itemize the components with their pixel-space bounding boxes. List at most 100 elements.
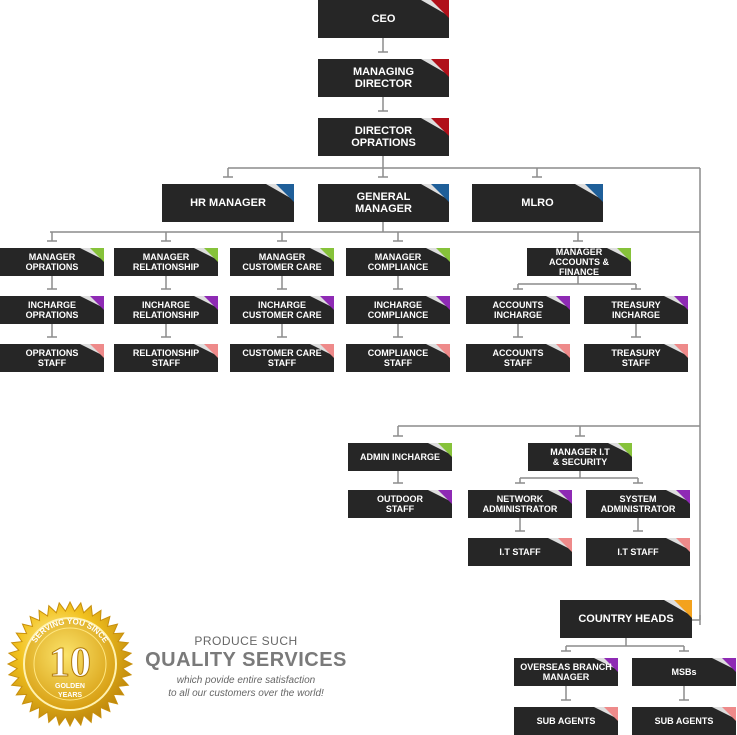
node-label: COUNTRY HEADS xyxy=(578,612,674,625)
node-incharge-relationship: INCHARGE RELATIONSHIP xyxy=(114,296,218,324)
corner-tab xyxy=(722,707,736,721)
corner-tab xyxy=(320,296,334,310)
corner-tab xyxy=(90,248,104,262)
node-manager-relationship: MANAGER RELATIONSHIP xyxy=(114,248,218,276)
node-country-heads: COUNTRY HEADS xyxy=(560,600,692,638)
corner-tab xyxy=(558,490,572,504)
corner-tab xyxy=(604,707,618,721)
tagline-line-2: QUALITY SERVICES xyxy=(145,649,347,671)
node-manager-accounts-finance: MANAGER ACCOUNTS & FINANCE xyxy=(527,248,631,276)
node-accounts-incharge: ACCOUNTS INCHARGE xyxy=(466,296,570,324)
corner-tab xyxy=(556,296,570,310)
node-director-operations: DIRECTOR OPRATIONS xyxy=(318,118,449,156)
node-sub-agents-1: SUB AGENTS xyxy=(514,707,618,735)
node-it-staff-1: I.T STAFF xyxy=(468,538,572,566)
tagline-line-1: PRODUCE SUCH xyxy=(194,634,298,648)
node-label: INCHARGE RELATIONSHIP xyxy=(132,299,200,320)
node-label: OVERSEAS BRANCH MANAGER xyxy=(520,661,612,682)
corner-tab xyxy=(436,248,450,262)
node-manager-customer-care: MANAGER CUSTOMER CARE xyxy=(230,248,334,276)
node-sub-agents-2: SUB AGENTS xyxy=(632,707,736,735)
node-overseas-branch-manager: OVERSEAS BRANCH MANAGER xyxy=(514,658,618,686)
badge-inner-circle xyxy=(23,617,117,711)
node-label: CEO xyxy=(371,12,396,25)
node-label: ADMIN INCHARGE xyxy=(360,451,440,462)
node-general-manager: GENERAL MANAGER xyxy=(318,184,449,222)
corner-tab xyxy=(558,538,572,552)
corner-tab xyxy=(204,296,218,310)
badge-bottom-line-1: GOLDEN xyxy=(55,683,85,690)
badge-number: 10 xyxy=(49,640,91,686)
corner-tab xyxy=(676,490,690,504)
node-label: GENERAL MANAGER xyxy=(355,190,412,215)
node-incharge-customer-care: INCHARGE CUSTOMER CARE xyxy=(230,296,334,324)
node-label: MLRO xyxy=(521,196,554,209)
corner-tab xyxy=(90,344,104,358)
node-manager-compliance: MANAGER COMPLIANCE xyxy=(346,248,450,276)
node-label: RELATIONSHIP STAFF xyxy=(132,347,200,368)
corner-tab xyxy=(431,118,449,136)
node-label: I.T STAFF xyxy=(617,546,659,557)
node-label: SYSTEM ADMINISTRATOR xyxy=(600,493,676,514)
corner-tab xyxy=(204,344,218,358)
corner-tab xyxy=(674,344,688,358)
node-accounts-staff: ACCOUNTS STAFF xyxy=(466,344,570,372)
node-label: INCHARGE OPRATIONS xyxy=(25,299,79,320)
node-label: COMPLIANCE STAFF xyxy=(367,347,429,368)
corner-tab xyxy=(320,344,334,358)
node-label: INCHARGE COMPLIANCE xyxy=(367,299,429,320)
corner-tab xyxy=(431,184,449,202)
corner-tab xyxy=(722,658,736,672)
corner-tab xyxy=(438,443,452,457)
corner-tab xyxy=(674,600,692,618)
node-label: SUB AGENTS xyxy=(536,715,596,726)
node-label: SUB AGENTS xyxy=(654,715,714,726)
corner-tab xyxy=(438,490,452,504)
node-label: TREASURY INCHARGE xyxy=(611,299,661,320)
corner-tab xyxy=(436,296,450,310)
corner-tab xyxy=(320,248,334,262)
corner-tab xyxy=(674,296,688,310)
node-outdoor-staff: OUTDOOR STAFF xyxy=(348,490,452,518)
node-customer-care-staff: CUSTOMER CARE STAFF xyxy=(230,344,334,372)
tagline-line-3: which povide entire satisfaction to all … xyxy=(168,675,324,699)
node-it-staff-2: I.T STAFF xyxy=(586,538,690,566)
corner-tab xyxy=(431,59,449,77)
node-label: DIRECTOR OPRATIONS xyxy=(351,124,416,149)
node-incharge-operations: INCHARGE OPRATIONS xyxy=(0,296,104,324)
node-incharge-compliance: INCHARGE COMPLIANCE xyxy=(346,296,450,324)
corner-tab xyxy=(604,658,618,672)
node-system-administrator: SYSTEM ADMINISTRATOR xyxy=(586,490,690,518)
node-label: TREASURY STAFF xyxy=(611,347,661,368)
node-label: ACCOUNTS INCHARGE xyxy=(492,299,544,320)
node-managing-director: MANAGING DIRECTOR xyxy=(318,59,449,97)
node-relationship-staff: RELATIONSHIP STAFF xyxy=(114,344,218,372)
corner-tab xyxy=(431,0,449,18)
node-treasury-staff: TREASURY STAFF xyxy=(584,344,688,372)
corner-tab xyxy=(204,248,218,262)
node-manager-it-security: MANAGER I.T & SECURITY xyxy=(528,443,632,471)
corner-tab xyxy=(276,184,294,202)
node-network-administrator: NETWORK ADMINISTRATOR xyxy=(468,490,572,518)
node-ceo: CEO xyxy=(318,0,449,38)
node-label: NETWORK ADMINISTRATOR xyxy=(482,493,558,514)
corner-tab xyxy=(90,296,104,310)
node-label: HR MANAGER xyxy=(190,196,266,209)
corner-tab xyxy=(617,248,631,262)
corner-tab xyxy=(676,538,690,552)
node-label: MANAGER I.T & SECURITY xyxy=(550,446,610,467)
node-label: ACCOUNTS STAFF xyxy=(492,347,544,368)
node-label: INCHARGE CUSTOMER CARE xyxy=(242,299,322,320)
node-mlro: MLRO xyxy=(472,184,603,222)
corner-tab xyxy=(556,344,570,358)
node-label: I.T STAFF xyxy=(499,546,541,557)
node-label: MANAGER CUSTOMER CARE xyxy=(242,251,322,272)
corner-tab xyxy=(618,443,632,457)
badge-bottom-line-2: YEARS xyxy=(58,692,82,699)
node-msbs: MSBs xyxy=(632,658,736,686)
node-operations-staff: OPRATIONS STAFF xyxy=(0,344,104,372)
node-label: MANAGER ACCOUNTS & FINANCE xyxy=(549,248,609,276)
node-admin-incharge: ADMIN INCHARGE xyxy=(348,443,452,471)
